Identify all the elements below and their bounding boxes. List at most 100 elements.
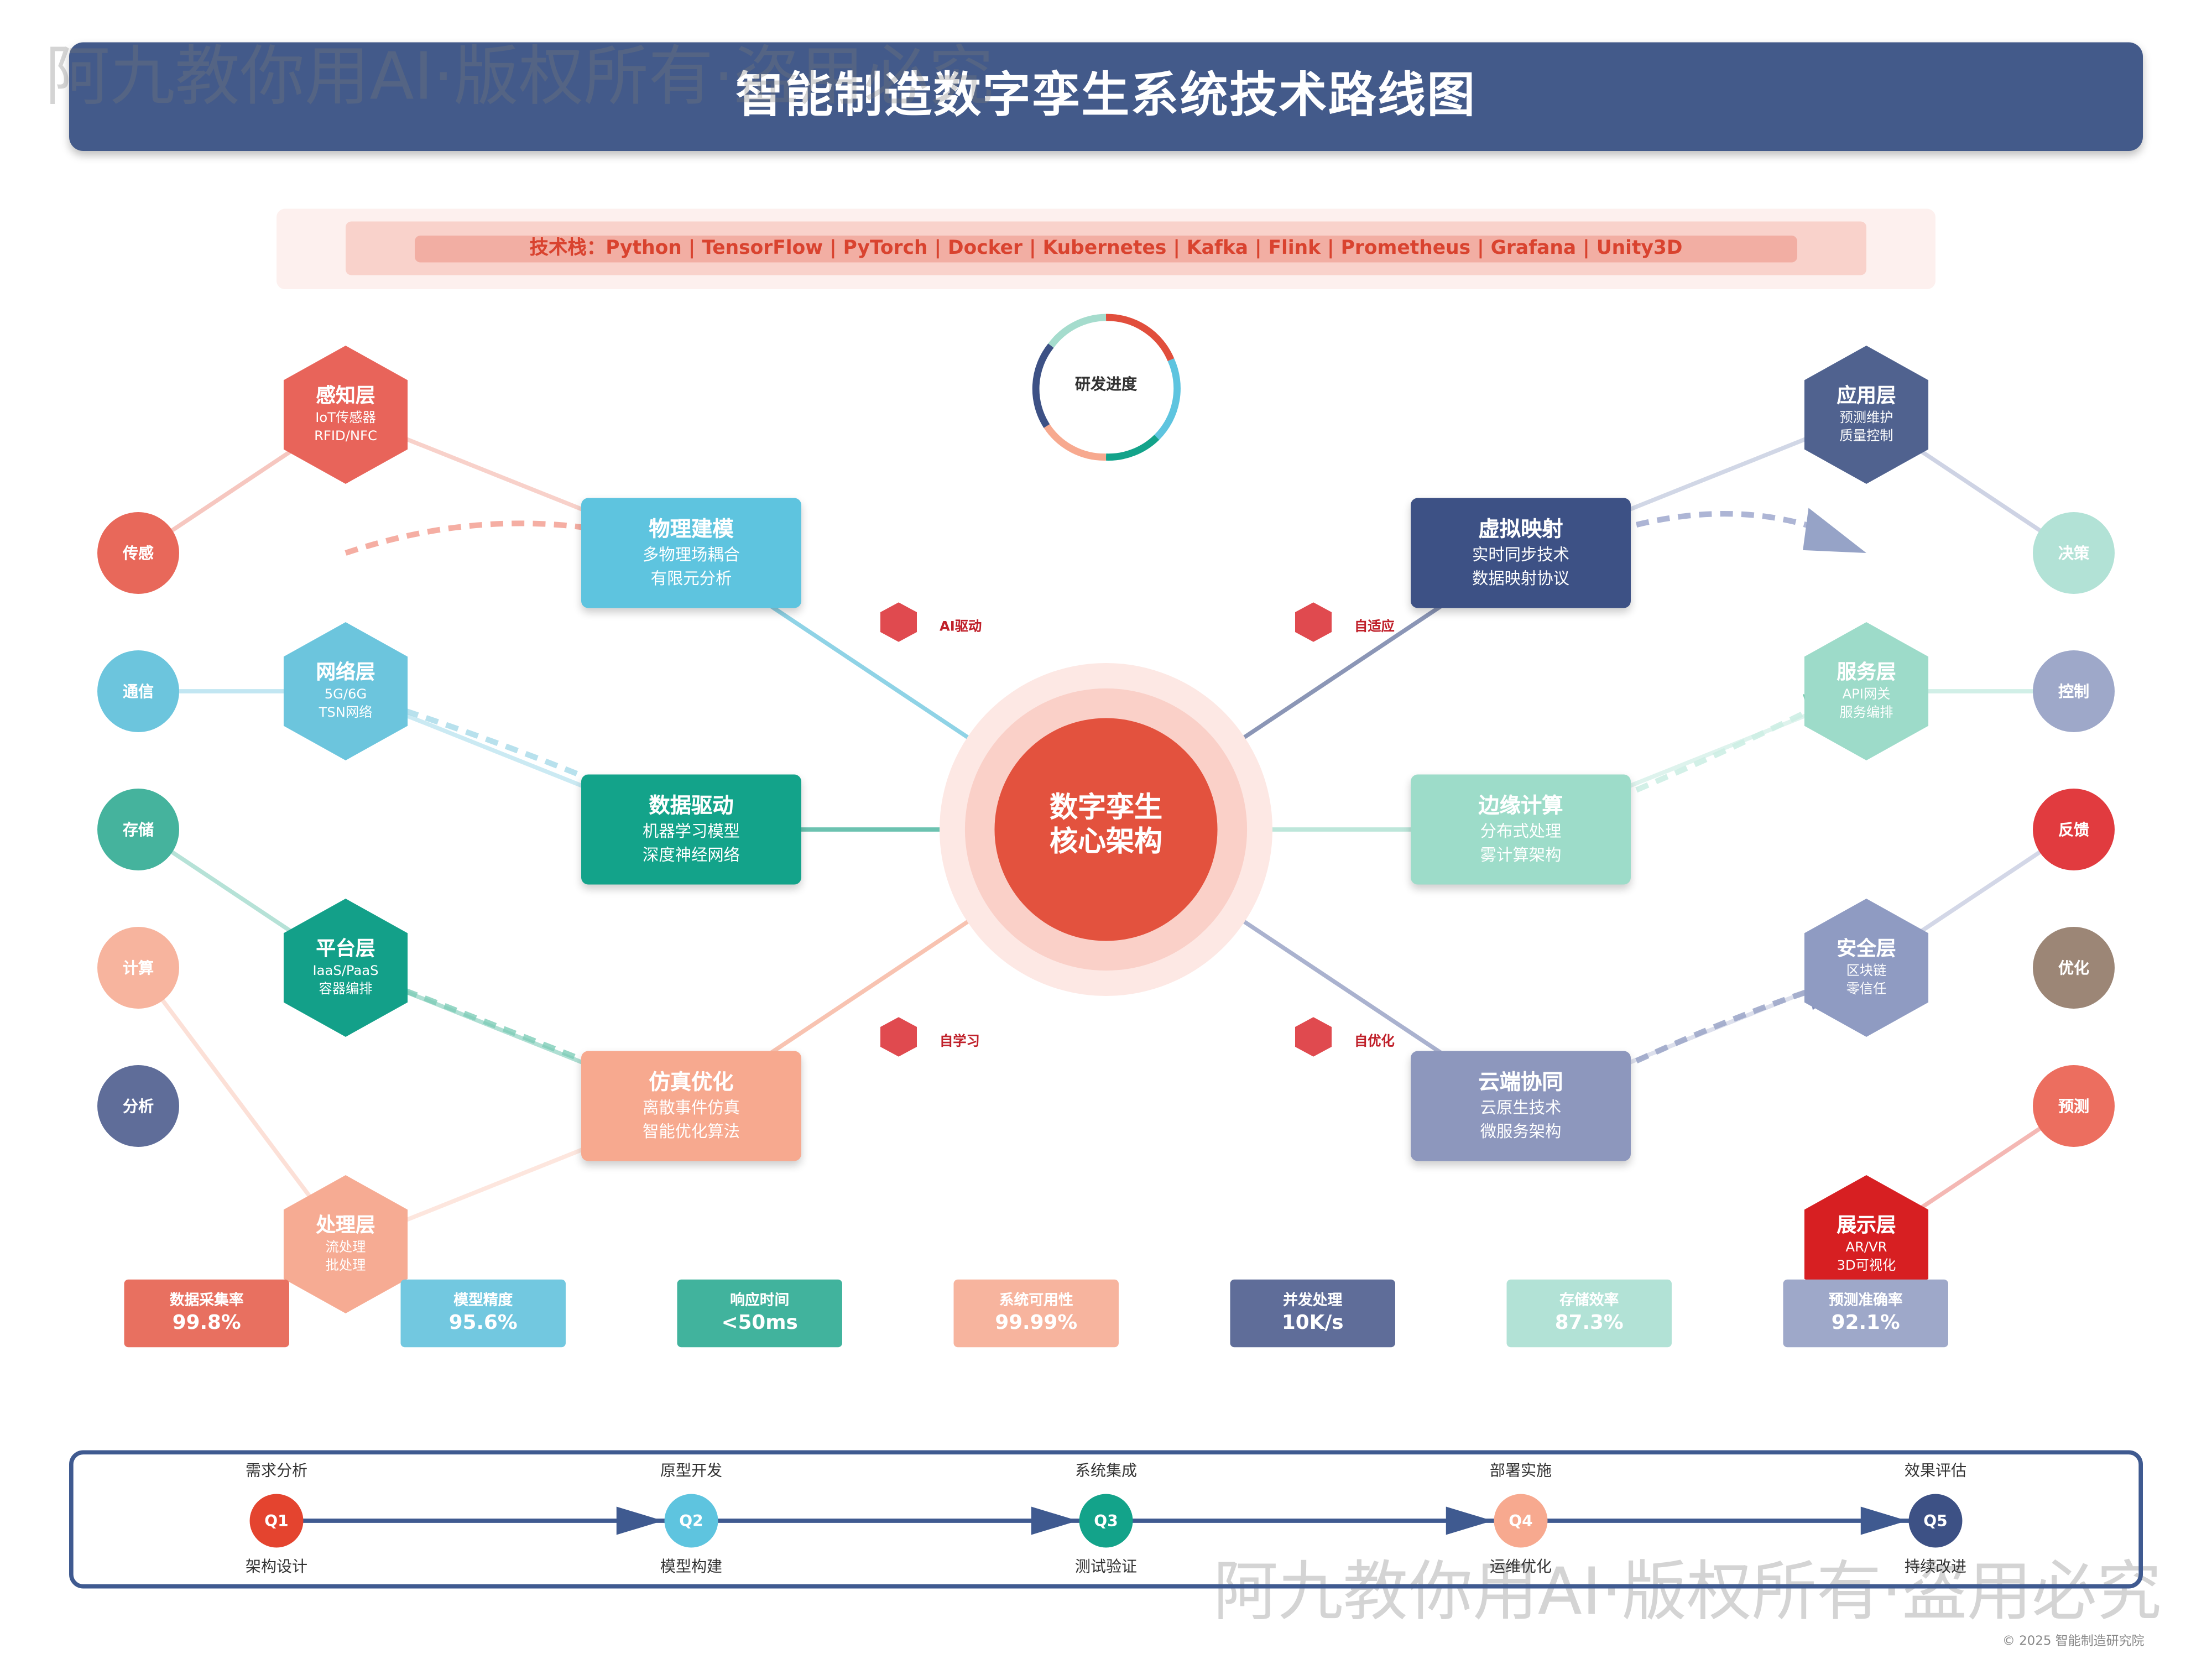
timeline-bottom-label: 运维优化 <box>1489 1557 1552 1576</box>
hex-title: 处理层 <box>316 1214 375 1238</box>
watermark-top: 阿九教你用AI·版权所有·盗用必究 <box>45 38 994 114</box>
box-line: 有限元分析 <box>650 568 732 588</box>
hex-line: IoT传感器 <box>315 410 376 426</box>
circle-analysis: 分析 <box>97 1065 179 1147</box>
metric-storage-efficiency: 存储效率 87.3% <box>1506 1279 1672 1348</box>
hex-line: TSN网络 <box>319 705 373 721</box>
circle-decision: 决策 <box>2033 512 2115 594</box>
hex-title: 安全层 <box>1837 938 1896 961</box>
hex-title: 应用层 <box>1837 385 1896 408</box>
metric-label: 数据采集率 <box>169 1291 244 1309</box>
hex-line: 批处理 <box>325 1258 366 1274</box>
box-line: 实时同步技术 <box>1472 544 1570 565</box>
box-line: 云原生技术 <box>1480 1097 1562 1118</box>
hex-line: RFID/NFC <box>314 429 377 445</box>
core-line: 数字孪生 <box>1049 790 1163 824</box>
timeline-node-q5: Q5 <box>1908 1494 1963 1548</box>
box-title: 数据驱动 <box>649 792 734 818</box>
tech-stack-inner <box>415 236 1797 263</box>
hex-title: 平台层 <box>316 938 375 961</box>
timeline-panel <box>69 1450 2143 1589</box>
metric-label: 模型精度 <box>453 1291 513 1309</box>
feature-self-optimizing: 自优化 <box>1354 1034 1395 1050</box>
hex-line: 服务编排 <box>1839 705 1893 721</box>
box-cloud-collaboration: 云端协同 云原生技术 微服务架构 <box>1411 1051 1631 1161</box>
box-edge-computing: 边缘计算 分布式处理 雾计算架构 <box>1411 774 1631 885</box>
box-line: 机器学习模型 <box>642 821 740 841</box>
box-line: 数据映射协议 <box>1472 568 1570 588</box>
hex-line: 5G/6G <box>324 687 367 703</box>
circle-communication: 通信 <box>97 650 179 732</box>
hex-line: 区块链 <box>1846 963 1887 979</box>
hex-line: 3D可视化 <box>1837 1258 1896 1274</box>
timeline-top-label: 系统集成 <box>1074 1461 1138 1480</box>
metric-model-accuracy: 模型精度 95.6% <box>400 1279 566 1348</box>
timeline-node-q2: Q2 <box>664 1494 718 1548</box>
timeline-node-q3: Q3 <box>1079 1494 1133 1548</box>
timeline-top-label: 需求分析 <box>245 1461 308 1480</box>
feature-ai-driven: AI驱动 <box>939 619 982 635</box>
hex-perception-layer: 感知层 IoT传感器 RFID/NFC <box>283 346 408 484</box>
circle-control: 控制 <box>2033 650 2115 732</box>
box-line: 分布式处理 <box>1480 821 1562 841</box>
metric-data-collection: 数据采集率 99.8% <box>124 1279 289 1348</box>
feature-adaptive: 自适应 <box>1354 619 1395 635</box>
metric-prediction-accuracy: 预测准确率 92.1% <box>1783 1279 1948 1348</box>
timeline-bottom-label: 模型构建 <box>660 1557 723 1576</box>
copyright-text: © 2025 智能制造研究院 <box>2002 1635 2145 1650</box>
circle-feedback: 反馈 <box>2033 789 2115 870</box>
box-data-driven: 数据驱动 机器学习模型 深度神经网络 <box>581 774 801 885</box>
metric-value: 10K/s <box>1281 1311 1344 1334</box>
core-architecture: 数字孪生 核心架构 <box>994 790 1217 858</box>
circle-compute: 计算 <box>97 927 179 1009</box>
watermark-bottom: 阿九教你用AI·版权所有·盗用必究 <box>1213 1553 2162 1630</box>
timeline-node-q4: Q4 <box>1494 1494 1548 1548</box>
hex-title: 展示层 <box>1837 1214 1896 1238</box>
timeline-node-q1: Q1 <box>249 1494 304 1548</box>
hex-line: 质量控制 <box>1839 429 1893 445</box>
metric-label: 存储效率 <box>1559 1291 1619 1309</box>
metric-label: 系统可用性 <box>999 1291 1073 1309</box>
metric-value: <50ms <box>721 1311 798 1334</box>
hex-line: 零信任 <box>1846 982 1887 998</box>
box-virtual-mapping: 虚拟映射 实时同步技术 数据映射协议 <box>1411 498 1631 608</box>
timeline-bottom-label: 架构设计 <box>245 1557 308 1576</box>
metric-response-time: 响应时间 <50ms <box>677 1279 842 1348</box>
box-simulation-optimization: 仿真优化 离散事件仿真 智能优化算法 <box>581 1051 801 1161</box>
page-title: 智能制造数字孪生系统技术路线图 <box>735 67 1477 124</box>
box-line: 微服务架构 <box>1480 1121 1562 1141</box>
metric-label: 并发处理 <box>1283 1291 1343 1309</box>
hex-title: 服务层 <box>1837 661 1896 685</box>
circle-sensing: 传感 <box>97 512 179 594</box>
circle-storage: 存储 <box>97 789 179 870</box>
metric-value: 99.8% <box>172 1311 241 1334</box>
circle-optimization: 优化 <box>2033 927 2115 1009</box>
circle-prediction: 预测 <box>2033 1065 2115 1147</box>
timeline-bottom-label: 持续改进 <box>1904 1557 1967 1576</box>
metric-concurrency: 并发处理 10K/s <box>1230 1279 1395 1348</box>
hex-line: 预测维护 <box>1839 410 1893 426</box>
hex-title: 感知层 <box>316 385 375 408</box>
core-line: 核心架构 <box>1049 823 1163 858</box>
box-line: 雾计算架构 <box>1480 845 1562 865</box>
progress-ring-label: 研发进度 <box>1074 375 1138 394</box>
box-title: 边缘计算 <box>1478 792 1563 818</box>
box-line: 多物理场耦合 <box>642 544 740 565</box>
box-title: 物理建模 <box>649 516 734 542</box>
box-title: 云端协同 <box>1478 1069 1563 1095</box>
metric-label: 响应时间 <box>730 1291 790 1309</box>
tech-stack-text: 技术栈：Python | TensorFlow | PyTorch | Dock… <box>529 237 1683 260</box>
metric-value: 95.6% <box>448 1311 518 1334</box>
feature-self-learning: 自学习 <box>939 1034 980 1050</box>
hex-service-layer: 服务层 API网关 服务编排 <box>1804 622 1929 760</box>
metric-availability: 系统可用性 99.99% <box>953 1279 1119 1348</box>
box-line: 离散事件仿真 <box>642 1097 740 1118</box>
timeline-top-label: 原型开发 <box>660 1461 723 1480</box>
metric-value: 92.1% <box>1831 1311 1900 1334</box>
hex-line: AR/VR <box>1845 1240 1887 1256</box>
hex-line: 容器编排 <box>319 982 373 998</box>
title-bar <box>69 42 2143 151</box>
box-title: 仿真优化 <box>649 1069 734 1095</box>
box-physical-modeling: 物理建模 多物理场耦合 有限元分析 <box>581 498 801 608</box>
timeline-top-label: 部署实施 <box>1489 1461 1552 1480</box>
